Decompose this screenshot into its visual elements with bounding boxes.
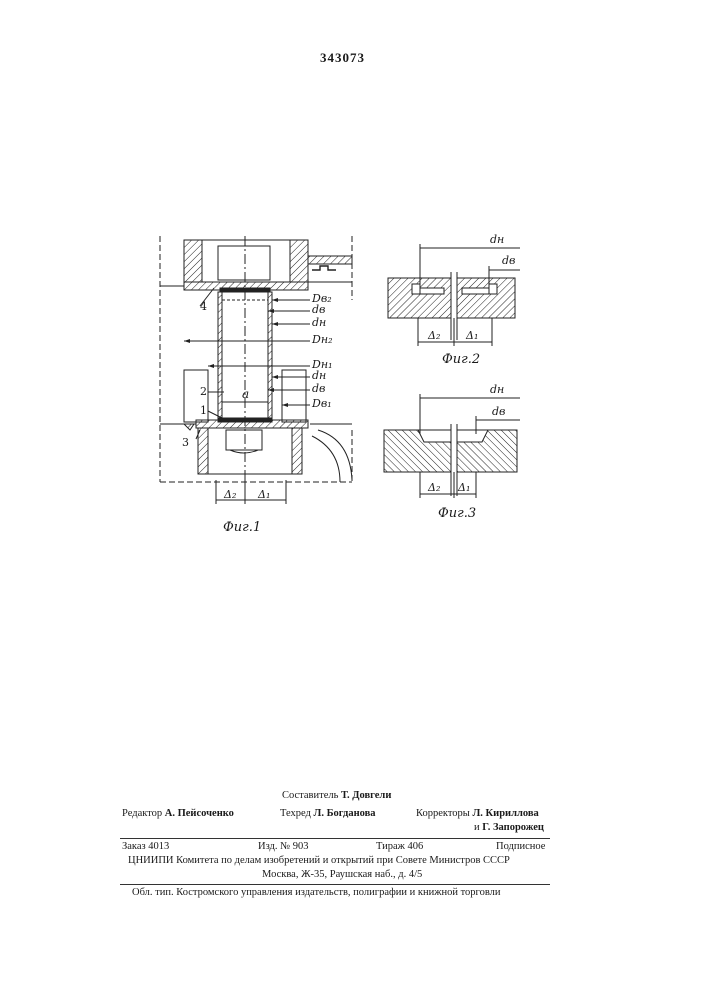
- figure-3-caption: Фиг.3: [438, 506, 476, 521]
- label-part-2: 2: [200, 385, 207, 398]
- corrector-2-line: и Г. Запорожец: [474, 822, 544, 833]
- label-fig2-delta1: Δ₁: [466, 329, 478, 342]
- techred-line: Техред Л. Богданова: [280, 808, 376, 819]
- editor-line: Редактор А. Пейсоченко: [122, 808, 234, 819]
- corrector-1: Л. Кириллова: [472, 808, 538, 819]
- label-dv-top: dв: [312, 303, 325, 316]
- label-fig2-delta2: Δ₂: [428, 329, 440, 342]
- label-dv-mid: dв: [312, 382, 325, 395]
- figure-1-caption: Фиг.1: [223, 520, 261, 535]
- label-fig3-dv: dв: [492, 405, 505, 418]
- label-fig1-delta2: Δ₂: [224, 488, 236, 501]
- edition-number: Изд. № 903: [258, 841, 309, 852]
- label-dn-mid: dн: [312, 369, 326, 382]
- divider-1: [120, 838, 550, 839]
- label-part-4: 4: [200, 300, 207, 313]
- label-fig2-dv: dв: [502, 254, 515, 267]
- label-fig1-delta1: Δ₁: [258, 488, 270, 501]
- correctors-line: Корректоры Л. Кириллова: [416, 808, 539, 819]
- compiler-name: Т. Довгели: [341, 790, 391, 801]
- printer: Обл. тип. Костромского управления издате…: [132, 887, 501, 898]
- address: Москва, Ж-35, Раушская наб., д. 4/5: [262, 869, 422, 880]
- label-part-3: 3: [182, 436, 189, 449]
- label-a: a: [242, 387, 249, 401]
- label-Dv1: Dв₁: [312, 397, 332, 410]
- subscription: Подписное: [496, 841, 545, 852]
- corrector-2: Г. Запорожец: [482, 822, 544, 833]
- label-fig3-delta1: Δ₁: [458, 481, 470, 494]
- figure-2: [388, 244, 520, 346]
- institute: ЦНИИПИ Комитета по делам изобретений и о…: [128, 855, 510, 866]
- corrector-2-prefix: и: [474, 822, 480, 833]
- divider-2: [120, 884, 550, 885]
- order-number: Заказ 4013: [122, 841, 169, 852]
- techred-name: Л. Богданова: [314, 808, 376, 819]
- label-fig2-dn: dн: [490, 233, 504, 246]
- compiler-line: Составитель Т. Довгели: [282, 790, 391, 801]
- label-fig3-delta2: Δ₂: [428, 481, 440, 494]
- label-dn-top: dн: [312, 316, 326, 329]
- correctors-label: Корректоры: [416, 808, 470, 819]
- label-part-1: 1: [200, 404, 207, 417]
- circulation: Тираж 406: [376, 841, 423, 852]
- editor-name: А. Пейсоченко: [165, 808, 234, 819]
- editor-label: Редактор: [122, 808, 162, 819]
- compiler-label: Составитель: [282, 790, 338, 801]
- techred-label: Техред: [280, 808, 311, 819]
- figure-2-caption: Фиг.2: [442, 352, 480, 367]
- label-fig3-dn: dн: [490, 383, 504, 396]
- label-Dn2: Dн₂: [312, 333, 332, 346]
